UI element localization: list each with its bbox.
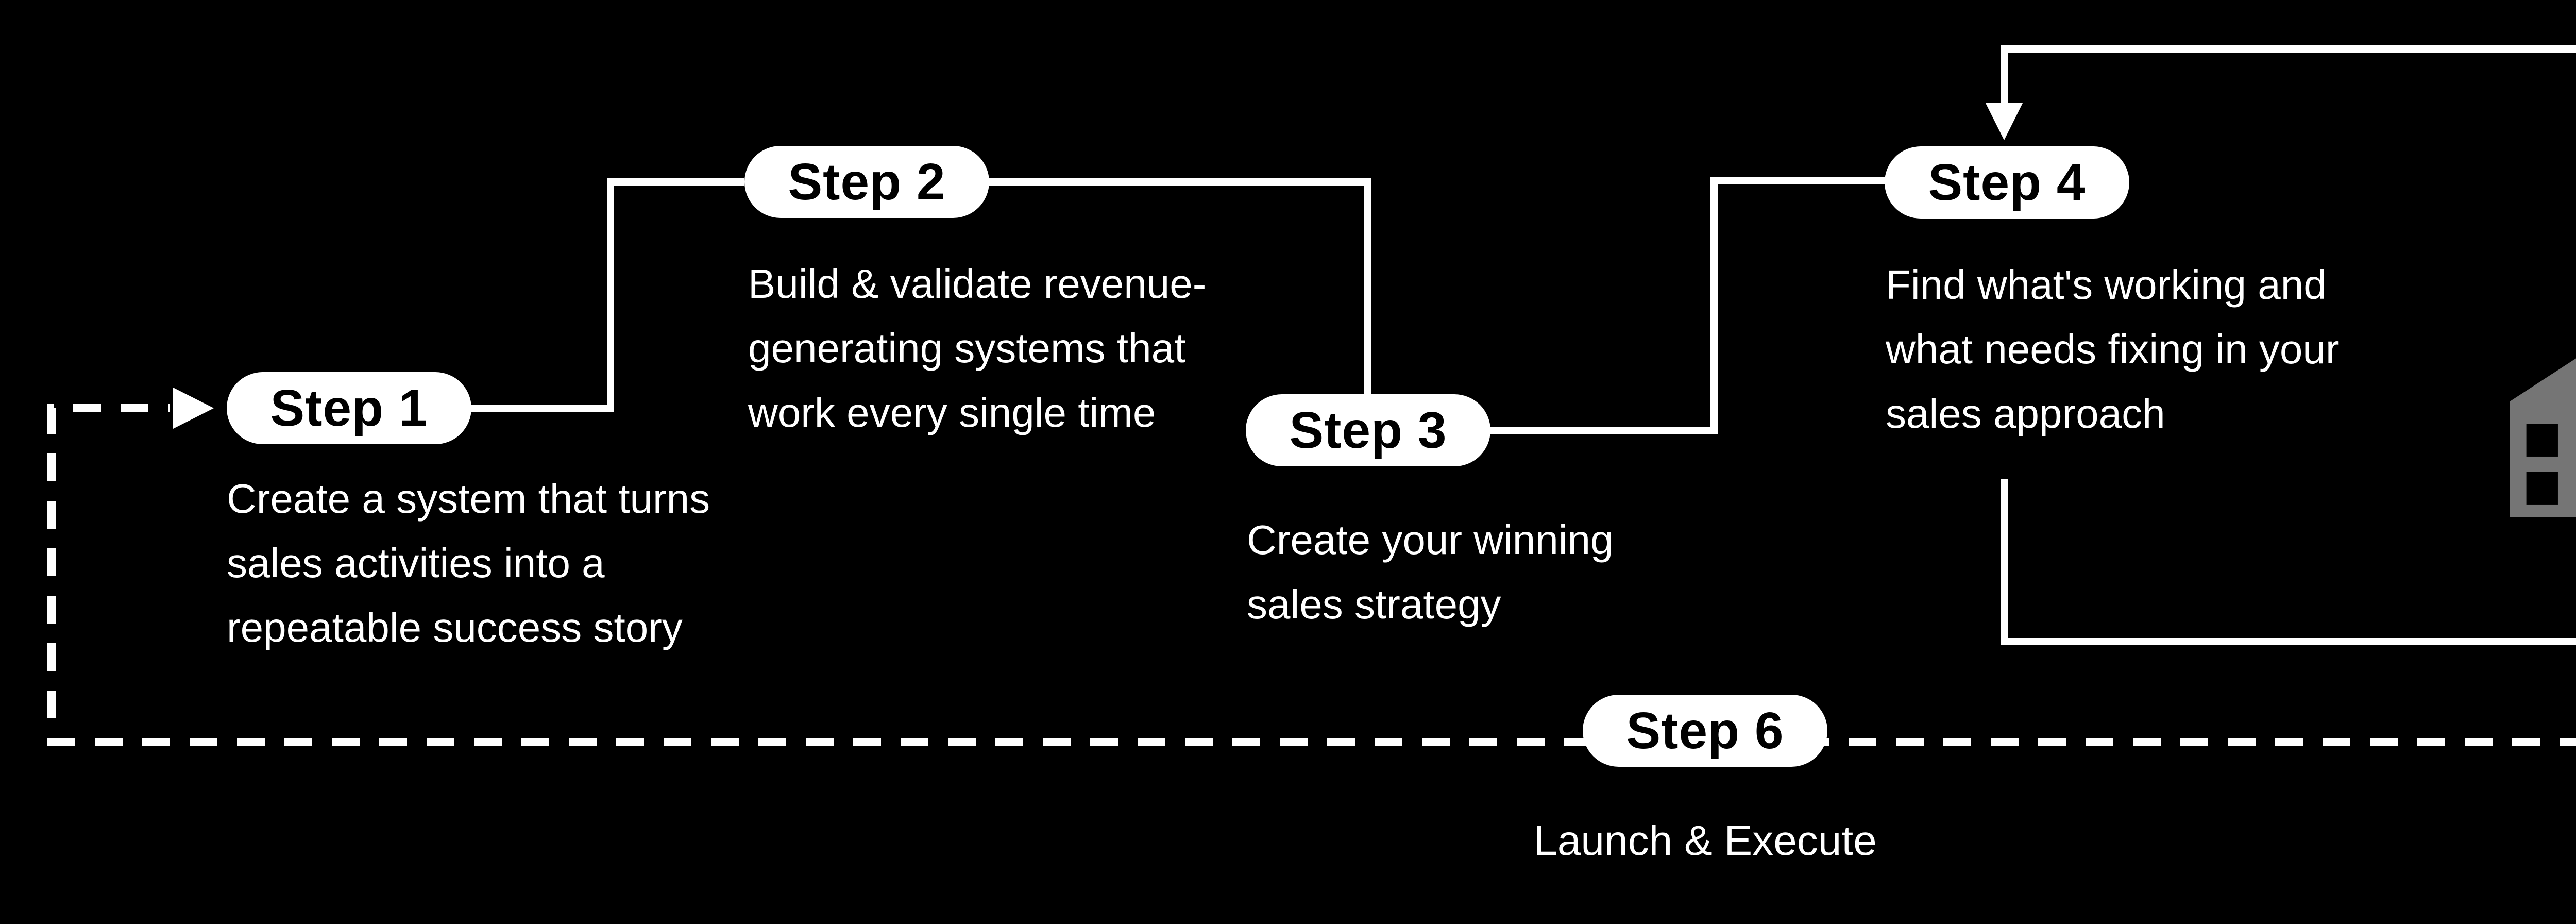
factory-window bbox=[2526, 472, 2558, 505]
connector-step1-step2 bbox=[471, 178, 744, 412]
step-2-label: Step 2 bbox=[788, 153, 946, 211]
text-line: generating systems that bbox=[748, 325, 1186, 371]
step-6-pill: Step 6 bbox=[1583, 695, 1827, 767]
loop-step5-to-step4 bbox=[1986, 45, 2576, 140]
text-line: sales approach bbox=[1886, 391, 2165, 436]
step-2-pill: Step 2 bbox=[744, 146, 989, 218]
text-line: Build & validate revenue- bbox=[748, 261, 1207, 307]
step-1-label: Step 1 bbox=[270, 379, 428, 437]
loop-step4-to-step5-path bbox=[2001, 479, 2576, 645]
connector-step3-step4-path bbox=[1490, 177, 1885, 434]
text-line: sales activities into a bbox=[227, 540, 605, 586]
text-line: Create a system that turns bbox=[227, 476, 710, 522]
connector-step2-step3-path bbox=[989, 178, 1371, 396]
step-4-pill: Step 4 bbox=[1885, 146, 2129, 219]
step-4-description: Find what's working and what needs fixin… bbox=[1886, 253, 2340, 446]
step-2-description: Build & validate revenue- generating sys… bbox=[748, 251, 1206, 445]
step-3-pill: Step 3 bbox=[1246, 394, 1490, 466]
factory-window bbox=[2526, 424, 2558, 457]
step-1-description: Create a system that turns sales activit… bbox=[227, 466, 710, 660]
text-line: Create your winning bbox=[1247, 517, 1614, 563]
step-6-label: Step 6 bbox=[1626, 701, 1784, 760]
loop-step5-to-step4-path bbox=[2001, 45, 2576, 103]
step-4-label: Step 4 bbox=[1928, 153, 2086, 211]
loop-step4-to-step5 bbox=[2001, 479, 2576, 645]
step-6-description: Launch & Execute bbox=[1534, 817, 1877, 864]
connector-step3-step4 bbox=[1490, 177, 1885, 434]
step-1-pill: Step 1 bbox=[227, 372, 471, 444]
text-line: sales strategy bbox=[1247, 581, 1501, 627]
text-line: what needs fixing in your bbox=[1886, 326, 2340, 372]
text-line: work every single time bbox=[748, 390, 1156, 435]
arrowhead-into-step4-icon bbox=[1986, 103, 2023, 140]
arrowhead-into-step1-icon bbox=[173, 388, 214, 429]
step-3-label: Step 3 bbox=[1289, 401, 1447, 459]
step-3-description: Create your winning sales strategy bbox=[1247, 508, 1613, 636]
factory-icon bbox=[2510, 358, 2576, 517]
text-line: Find what's working and bbox=[1886, 262, 2327, 308]
text-line: repeatable success story bbox=[227, 604, 683, 650]
connector-step1-step2-path bbox=[471, 178, 744, 412]
connector-step2-step3 bbox=[989, 178, 1371, 396]
